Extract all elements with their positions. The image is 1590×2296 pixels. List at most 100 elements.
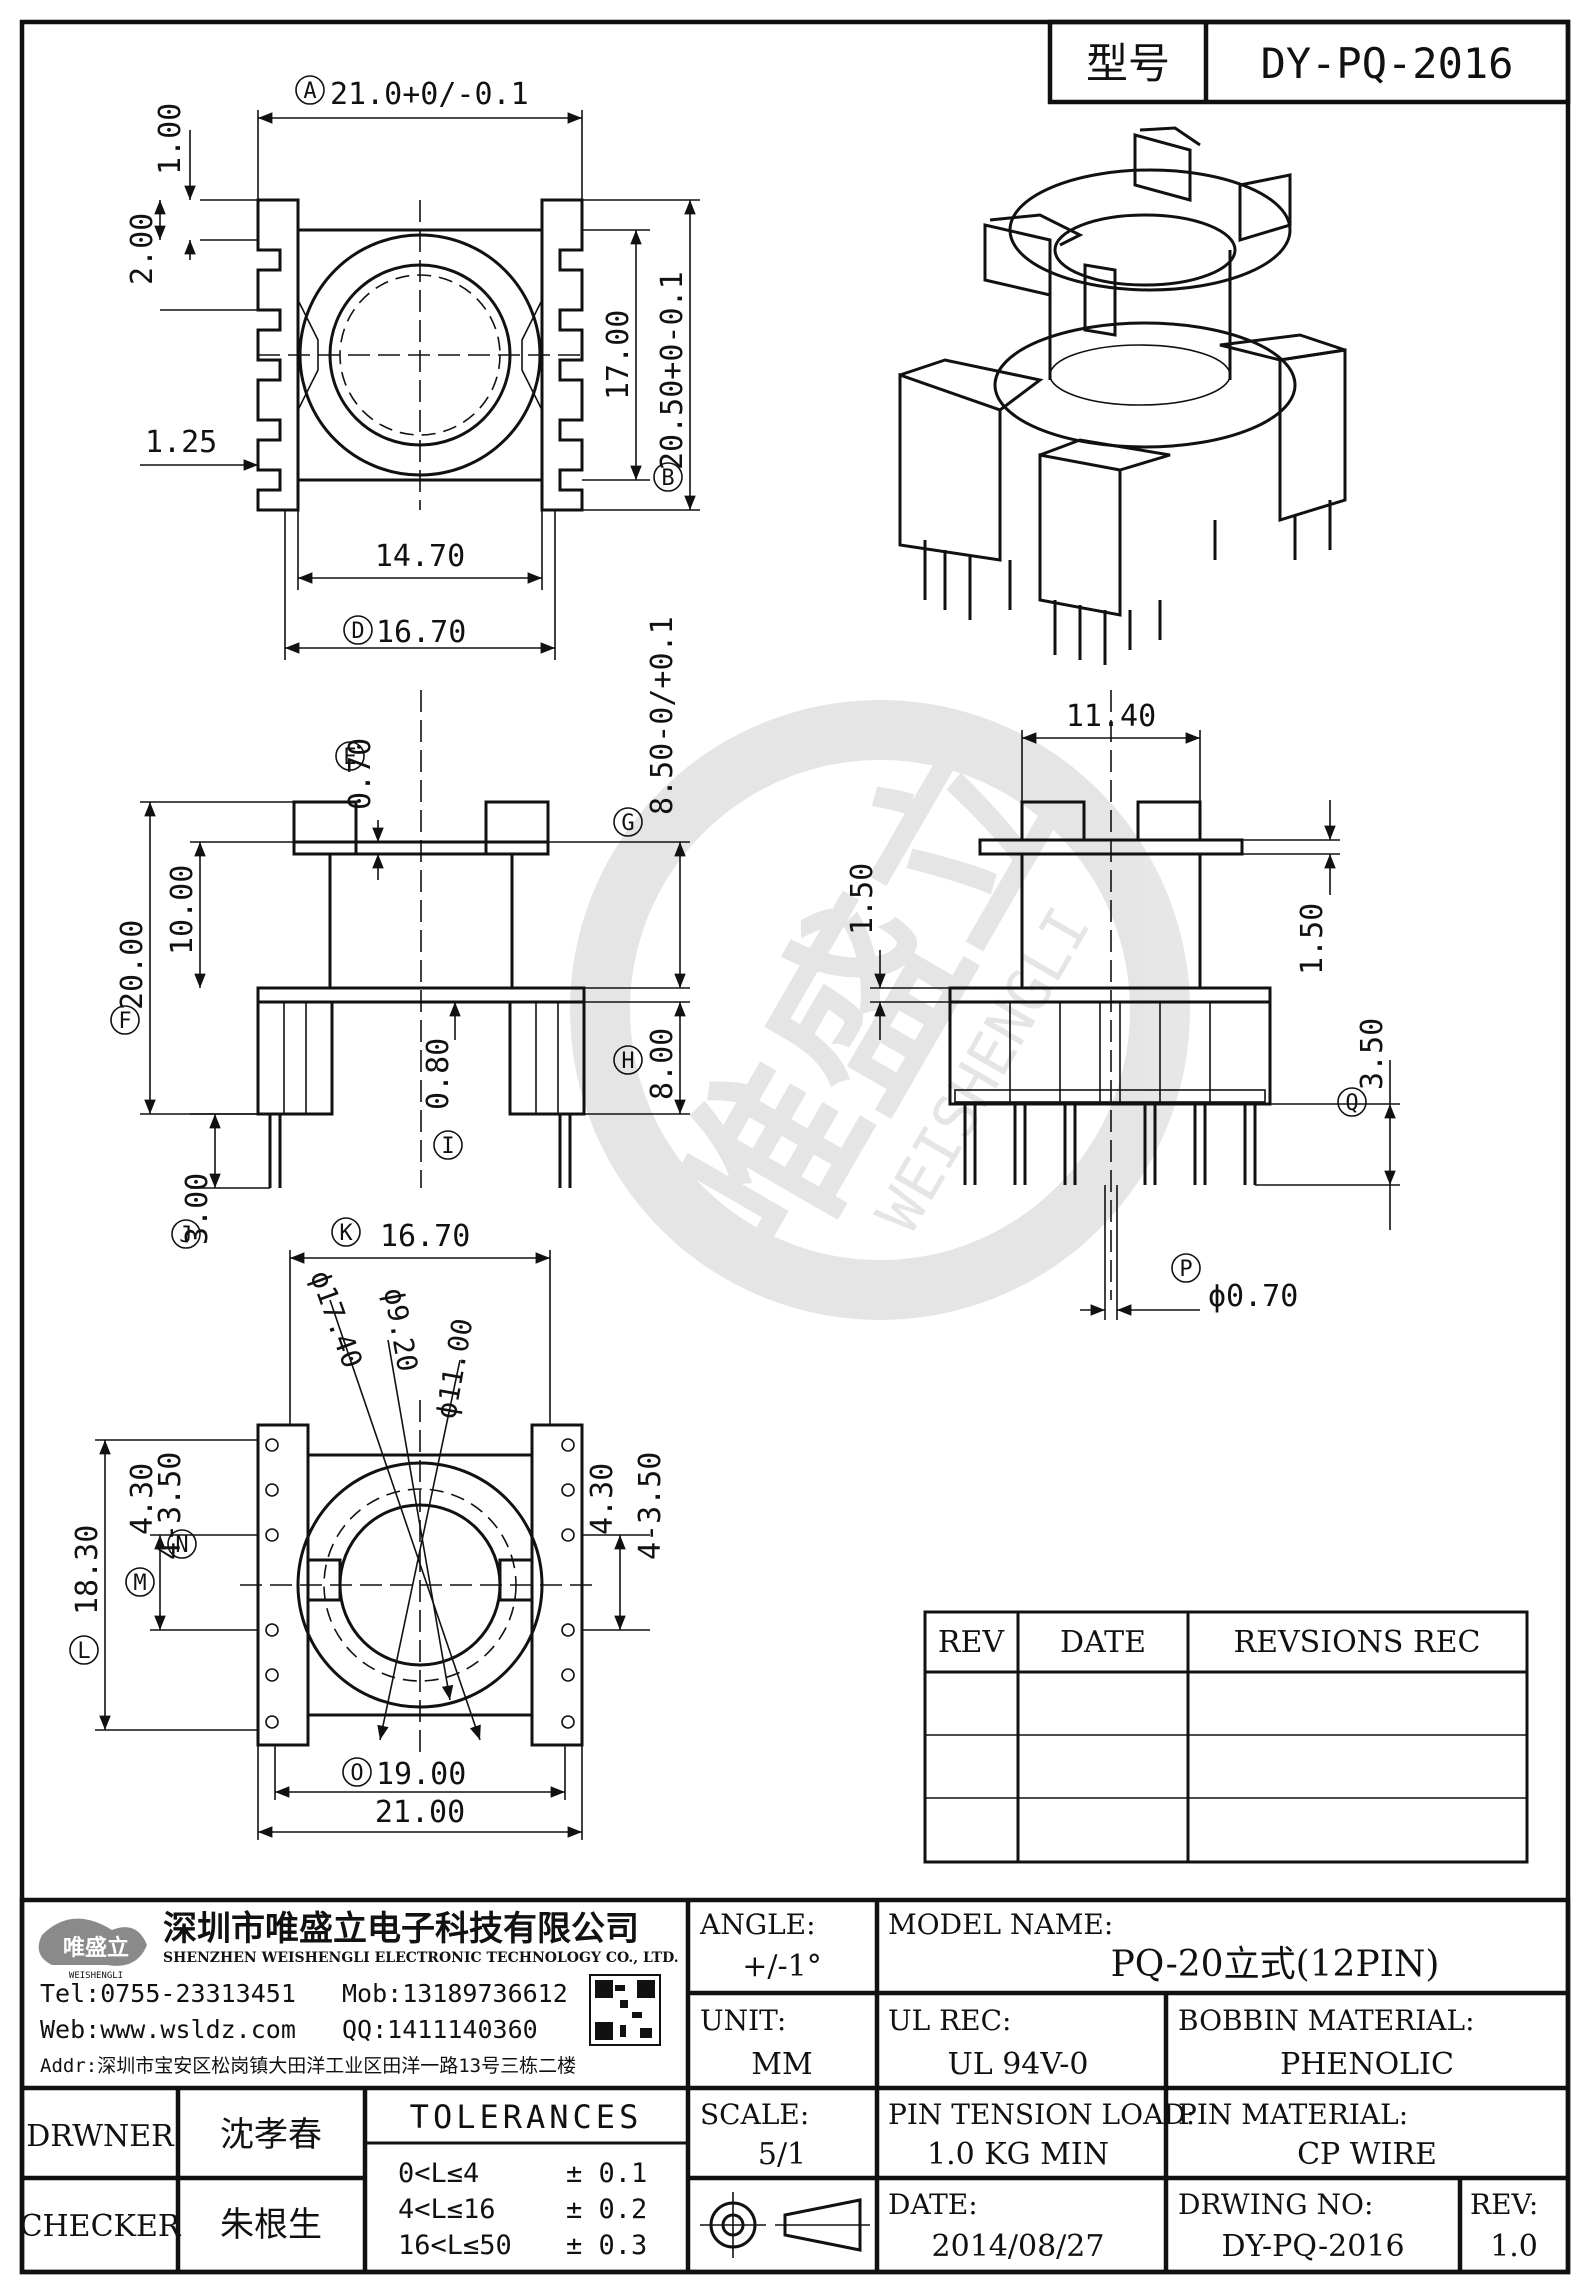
bobbin-label: BOBBIN MATERIAL: [1178,2004,1475,2037]
pin-material-value: CP WIRE [1297,2137,1437,2172]
drawer-value: 沈孝春 [220,2115,322,2155]
company-qq: QQ:1411140360 [342,2015,538,2044]
dim-J: 3.00 [180,1173,215,1245]
dim-I: 0.80 [421,1038,456,1110]
dim-M: 4.30 [125,1463,160,1535]
company-tel: Tel:0755-23313451 [40,1979,296,2008]
dim-s17: 17.00 [601,310,636,400]
top-view: A 21.0+0/-0.1 1.00 2.00 1.25 17.00 20.50… [125,75,700,660]
dim-P: ϕ0.70 [1208,1279,1298,1314]
marker-D: D [351,619,364,644]
dim-K: 16.70 [380,1219,470,1254]
marker-E: E [343,745,356,770]
dim-r1140: 11.40 [1066,699,1156,734]
dim-d920: ϕ9.20 [377,1285,424,1374]
company-logo: 唯盛立 WEISHENGLI [38,1918,147,1981]
drawing-no-value: DY-PQ-2016 [1221,2229,1404,2264]
marker-F: F [118,1009,131,1034]
checker-label: CHECKER [20,2209,182,2244]
dim-D: 16.70 [376,615,466,650]
bobbin-value: PHENOLIC [1280,2047,1454,2082]
marker-L: L [77,1639,90,1664]
pin-tension-value: 1.0 KG MIN [927,2137,1109,2172]
dim-d1740: ϕ17.40 [303,1266,369,1372]
bottom-view: K 16.70 ϕ17.40 ϕ9.20 ϕ11.00 18.30 L 4.30… [69,1217,668,1840]
rev-col-date: DATE [1060,1625,1146,1660]
header-model-label: 型号 [1086,39,1170,88]
marker-P: P [1179,1257,1192,1282]
company-addr: Addr:深圳市宝安区松岗镇大田洋工业区田洋一路13号三栋二楼 [40,2055,576,2077]
dim-O: 19.00 [376,1757,466,1792]
dim-t3: 1.25 [145,425,217,460]
company-logo-text: 唯盛立 [63,1935,129,1961]
unit-label: UNIT: [700,2004,786,2037]
rev-col-rev: REV [938,1625,1005,1660]
scale-value: 5/1 [758,2137,806,2172]
dim-r150a: 1.50 [845,863,880,935]
dim-H: 8.00 [645,1028,680,1100]
model-name-value: PQ-20立式(12PIN) [1111,1944,1440,1985]
header-model-box: 型号 DY-PQ-2016 [1047,19,1571,105]
marker-H: H [621,1049,634,1074]
header-model-value: DY-PQ-2016 [1261,39,1514,88]
angle-value: +/-1° [742,1949,821,1984]
projection-symbol-icon [700,2192,870,2258]
marker-M: M [133,1571,146,1596]
marker-B: B [661,466,674,491]
checker-value: 朱根生 [220,2205,322,2245]
dim-B: 20.50+0-0.1 [655,271,690,470]
dim-r4350: 4-3.50 [633,1452,668,1560]
company-name-en: SHENZHEN WEISHENGLI ELECTRONIC TECHNOLOG… [163,1950,679,1966]
date-value: 2014/08/27 [932,2229,1105,2264]
company-mob: Mob:13189736612 [342,1979,568,2008]
front-view: 0.70 E 20.00 F 10.00 8.50-0/+0.1 G 8.00 … [110,616,690,1249]
revision-table: REV DATE REVSIONS REC [923,1610,1529,1864]
dim-w1470: 14.70 [375,539,465,574]
pin-tension-label: PIN TENSION LOAD: [888,2098,1195,2131]
marker-I: I [441,1134,454,1159]
tol1-value: ± 0.1 [566,2158,647,2189]
model-name-label: MODEL NAME: [888,1908,1113,1941]
date-label: DATE: [888,2188,978,2221]
tol2-range: 4<L≤16 [398,2194,496,2225]
isometric-view [898,126,1347,665]
drawer-label: DRWNER [26,2119,175,2154]
marker-A: A [303,79,316,104]
dim-d1100: ϕ11.00 [429,1316,479,1421]
company-name-cn: 深圳市唯盛立电子科技有限公司 [163,1909,639,1949]
marker-K: K [339,1221,353,1246]
dim-A: 21.0+0/-0.1 [330,77,529,112]
marker-Q: Q [1345,1091,1358,1116]
dim-G: 8.50-0/+0.1 [645,616,680,815]
dim-r150b: 1.50 [1295,903,1330,975]
marker-G: G [621,811,634,836]
marker-N: N [175,1533,188,1558]
dim-N: 4-3.50 [153,1452,188,1560]
tol1-range: 0<L≤4 [398,2158,479,2189]
dim-Q: 3.50 [1355,1018,1390,1090]
dim-L: 18.30 [70,1525,105,1615]
marker-J: J [179,1223,192,1248]
tolerances-label: TOLERANCES [410,2098,643,2136]
title-block: 唯盛立 WEISHENGLI 深圳市唯盛立电子科技有限公司 SHENZHEN W… [20,1897,1571,2275]
pin-material-label: PIN MATERIAL: [1178,2098,1408,2131]
drawing-no-label: DRWING NO: [1178,2188,1373,2221]
tol3-range: 16<L≤50 [398,2230,512,2261]
dim-r430: 4.30 [585,1463,620,1535]
rev-col-rec: REVSIONS REC [1234,1625,1481,1660]
rev-value: 1.0 [1490,2229,1538,2264]
angle-label: ANGLE: [699,1908,816,1941]
scale-label: SCALE: [700,2098,809,2131]
dim-w2100: 21.00 [375,1795,465,1830]
dim-s10: 10.00 [165,865,200,955]
dim-t1: 1.00 [153,103,188,175]
tol2-value: ± 0.2 [566,2194,647,2225]
dim-E: 0.70 [343,738,378,810]
qr-code [589,1974,661,2046]
unit-value: MM [751,2047,812,2082]
ul-value: UL 94V-0 [947,2047,1088,2082]
rev-label: REV: [1470,2188,1538,2221]
tol3-value: ± 0.3 [566,2230,647,2261]
marker-O: O [350,1761,363,1786]
